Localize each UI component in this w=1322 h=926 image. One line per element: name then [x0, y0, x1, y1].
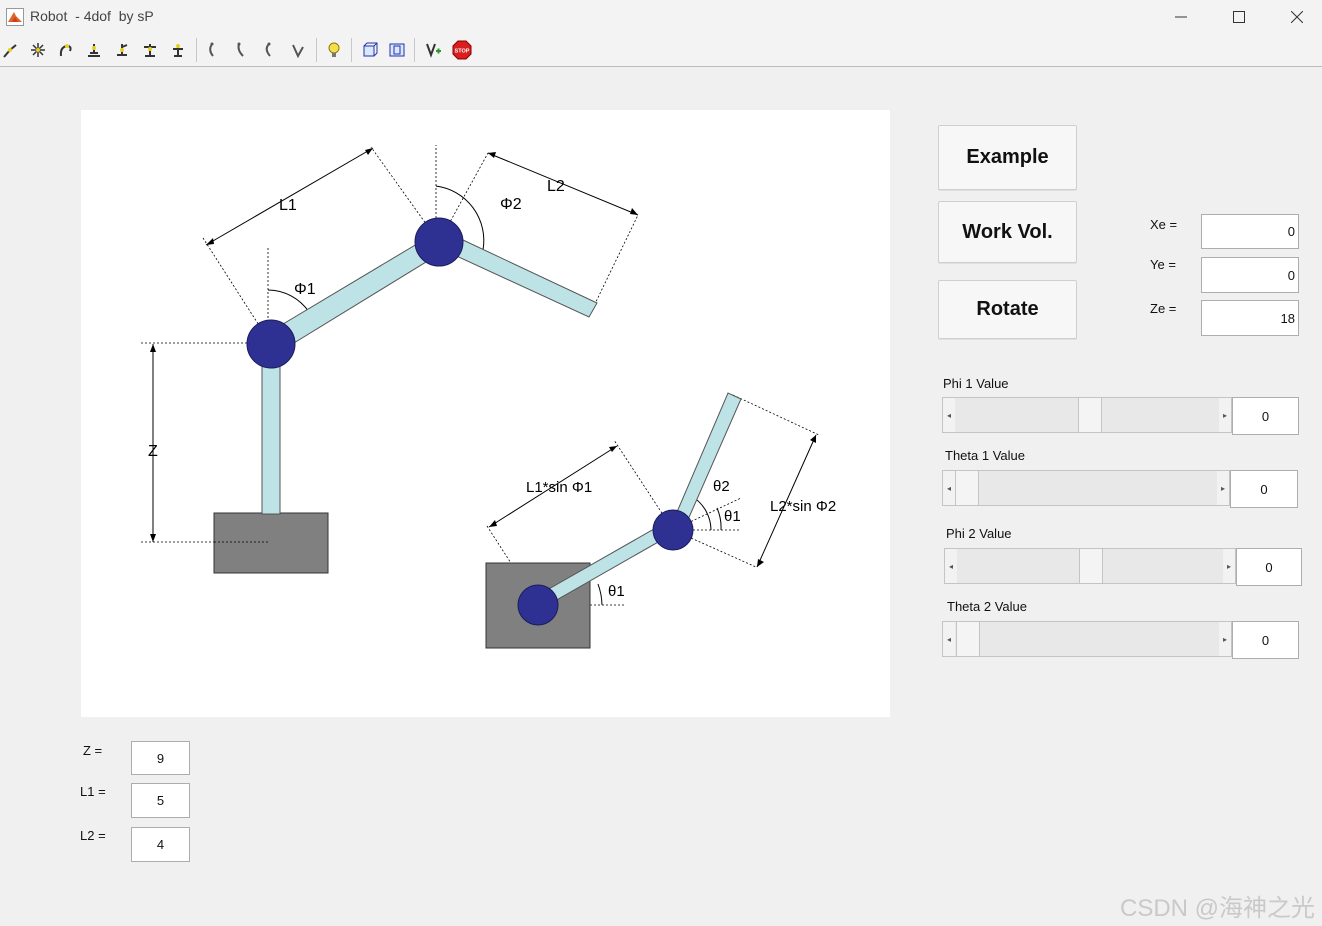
label-phi2: Φ2	[500, 196, 522, 213]
close-button[interactable]	[1268, 0, 1322, 34]
label-z: Z	[148, 443, 158, 460]
window-title: Robot - 4dof by sP	[30, 8, 154, 24]
right-arrow-icon[interactable]: ▸	[1219, 622, 1231, 656]
xe-field[interactable]: 0	[1201, 214, 1299, 249]
lightbulb-icon[interactable]	[323, 39, 345, 61]
label-theta1-top: θ1	[724, 508, 741, 525]
theta2-slider-thumb[interactable]	[956, 622, 980, 656]
z-field[interactable]: 9	[131, 741, 190, 775]
label-l1-sin: L1*sin Φ1	[526, 479, 592, 496]
work-volume-button[interactable]: Work Vol.	[938, 201, 1077, 263]
svg-text:STOP: STOP	[455, 49, 470, 55]
label-phi1: Φ1	[294, 281, 316, 298]
left-arrow-icon[interactable]: ◂	[943, 622, 955, 656]
label-l2: L2	[547, 178, 565, 195]
phi2-label: Phi 2 Value	[946, 526, 1012, 541]
tool-link-1-icon[interactable]	[203, 39, 225, 61]
tool-base-pose-icon[interactable]	[83, 39, 105, 61]
robot-arm-diagram: L1 L2 Φ2 Φ1 Z L1*sin Φ1 L2*sin Φ2 θ2 θ1 …	[141, 145, 836, 649]
toolbar-separator	[414, 38, 415, 62]
phi1-slider[interactable]: ◂ ▸	[942, 397, 1232, 433]
theta1-label: Theta 1 Value	[945, 448, 1025, 463]
xe-label: Xe =	[1150, 217, 1178, 232]
theta2-value-field[interactable]: 0	[1232, 621, 1299, 659]
left-arrow-icon[interactable]: ◂	[945, 549, 957, 583]
theta2-label: Theta 2 Value	[947, 599, 1027, 614]
toolbar-separator	[316, 38, 317, 62]
left-arrow-icon[interactable]: ◂	[943, 471, 955, 505]
joint-elbow	[414, 217, 464, 267]
right-arrow-icon[interactable]: ▸	[1219, 398, 1231, 432]
tool-arm-spread-icon[interactable]	[139, 39, 161, 61]
minimize-button[interactable]	[1152, 0, 1210, 34]
theta1-value-field[interactable]: 0	[1230, 470, 1298, 508]
ye-label: Ye =	[1150, 257, 1176, 272]
ze-label: Ze =	[1150, 301, 1177, 316]
joint-elbow-top	[652, 509, 694, 551]
matlab-logo-icon	[6, 8, 24, 26]
l1-label: L1 =	[80, 784, 106, 799]
phi2-value-field[interactable]: 0	[1236, 548, 1302, 586]
phi2-slider[interactable]: ◂ ▸	[944, 548, 1236, 584]
tool-robot-pose-icon[interactable]	[0, 39, 22, 61]
title-bar: Robot - 4dof by sP	[0, 0, 1322, 34]
phi2-slider-thumb[interactable]	[1079, 549, 1103, 583]
joint-base-top	[517, 584, 559, 626]
label-theta1: θ1	[608, 583, 625, 600]
right-arrow-icon[interactable]: ▸	[1223, 549, 1235, 583]
tool-star-pose-icon[interactable]	[27, 39, 49, 61]
rotate-button[interactable]: Rotate	[938, 280, 1077, 339]
ze-field[interactable]: 18	[1201, 300, 1299, 336]
l2-field[interactable]: 4	[131, 827, 190, 862]
robot-diagram-figure: L1 L2 Φ2 Φ1 Z L1*sin Φ1 L2*sin Φ2 θ2 θ1 …	[81, 110, 890, 717]
phi1-label: Phi 1 Value	[943, 376, 1009, 391]
example-button[interactable]: Example	[938, 125, 1077, 190]
tool-arm-fold-icon[interactable]	[167, 39, 189, 61]
label-l1: L1	[279, 197, 297, 214]
theta1-slider[interactable]: ◂ ▸	[942, 470, 1230, 506]
l1-field[interactable]: 5	[131, 783, 190, 818]
toolbar-separator	[196, 38, 197, 62]
tool-link-4-icon[interactable]	[287, 39, 309, 61]
watermark-text: CSDN @海神之光	[1120, 895, 1316, 922]
base-block-side	[213, 512, 329, 574]
stop-icon[interactable]: STOP	[451, 39, 473, 61]
tool-link-2-icon[interactable]	[231, 39, 253, 61]
joint-base	[246, 319, 296, 369]
left-arrow-icon[interactable]: ◂	[943, 398, 955, 432]
z-label: Z =	[83, 743, 103, 758]
phi1-value-field[interactable]: 0	[1232, 397, 1299, 435]
theta1-slider-thumb[interactable]	[955, 471, 979, 505]
add-point-icon[interactable]	[422, 39, 444, 61]
toolbar-separator	[351, 38, 352, 62]
ye-field[interactable]: 0	[1201, 257, 1299, 293]
l2-label: L2 =	[80, 828, 106, 843]
right-arrow-icon[interactable]: ▸	[1217, 471, 1229, 505]
tool-link-3-icon[interactable]	[259, 39, 281, 61]
phi1-slider-thumb[interactable]	[1078, 398, 1102, 432]
toolbar: STOP	[0, 34, 1322, 67]
tool-arm-up-icon[interactable]	[111, 39, 133, 61]
view-box-icon[interactable]	[386, 39, 408, 61]
theta2-slider[interactable]: ◂ ▸	[942, 621, 1232, 657]
label-theta2: θ2	[713, 478, 730, 495]
tool-curl-pose-icon[interactable]	[55, 39, 77, 61]
rotate-3d-icon[interactable]	[359, 39, 381, 61]
maximize-button[interactable]	[1210, 0, 1268, 34]
label-l2-sin: L2*sin Φ2	[770, 498, 836, 515]
link-z	[261, 343, 281, 515]
